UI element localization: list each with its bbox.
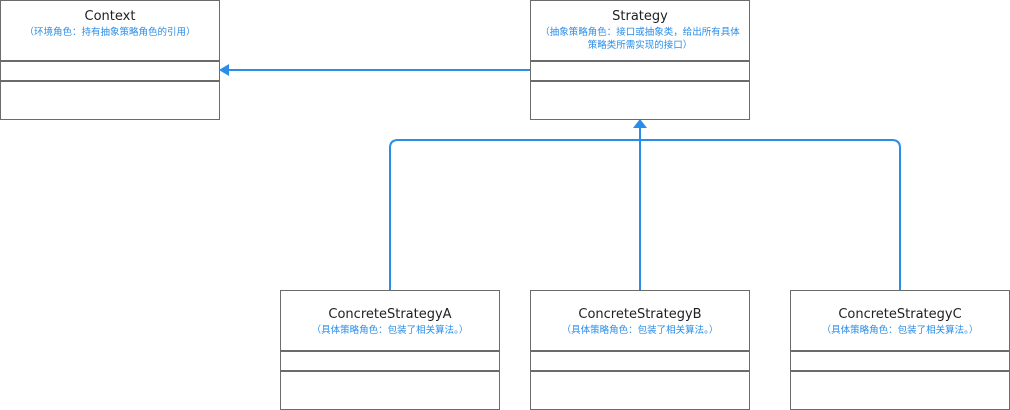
context-class-header: Context （环境角色：持有抽象策略角色的引用）: [1, 1, 219, 39]
strategy-class-box: Strategy （抽象策略角色：接口或抽象类，给出所有具体 策略类所需实现的接…: [530, 0, 750, 120]
concrete-strategy-a-header: ConcreteStrategyA （具体策略角色：包装了相关算法。）: [281, 291, 499, 337]
concrete-strategy-b-attributes-divider: [531, 350, 749, 352]
concrete-strategy-c-description: （具体策略角色：包装了相关算法。）: [821, 325, 979, 336]
inheritance-line-c: [640, 139, 901, 290]
context-attributes-divider: [1, 60, 219, 62]
strategy-methods-divider: [531, 80, 749, 82]
concrete-strategy-b-methods-divider: [531, 370, 749, 372]
concrete-strategy-c-header: ConcreteStrategyC （具体策略角色：包装了相关算法。）: [791, 291, 1009, 337]
strategy-attributes-divider: [531, 60, 749, 62]
inheritance-arrowhead: [633, 119, 647, 128]
concrete-strategy-a-description: （具体策略角色：包装了相关算法。）: [311, 325, 469, 336]
concrete-strategy-b-class-box: ConcreteStrategyB （具体策略角色：包装了相关算法。）: [530, 290, 750, 410]
concrete-strategy-c-name: ConcreteStrategyC: [838, 307, 962, 322]
concrete-strategy-c-attributes-divider: [791, 350, 1009, 352]
strategy-class-description-line1: （抽象策略角色：接口或抽象类，给出所有具体: [540, 27, 740, 38]
concrete-strategy-b-name: ConcreteStrategyB: [578, 307, 702, 322]
concrete-strategy-c-class-box: ConcreteStrategyC （具体策略角色：包装了相关算法。）: [790, 290, 1010, 410]
strategy-class-name: Strategy: [612, 9, 668, 24]
concrete-strategy-a-class-box: ConcreteStrategyA （具体策略角色：包装了相关算法。）: [280, 290, 500, 410]
context-class-box: Context （环境角色：持有抽象策略角色的引用）: [0, 0, 220, 120]
inheritance-line-a: [389, 139, 640, 290]
concrete-strategy-b-description: （具体策略角色：包装了相关算法。）: [561, 325, 719, 336]
strategy-class-header: Strategy （抽象策略角色：接口或抽象类，给出所有具体 策略类所需实现的接…: [531, 1, 749, 52]
association-arrowhead: [219, 64, 229, 76]
concrete-strategy-a-attributes-divider: [281, 350, 499, 352]
context-methods-divider: [1, 80, 219, 82]
concrete-strategy-b-header: ConcreteStrategyB （具体策略角色：包装了相关算法。）: [531, 291, 749, 337]
concrete-strategy-c-methods-divider: [791, 370, 1009, 372]
context-class-description: （环境角色：持有抽象策略角色的引用）: [24, 27, 196, 38]
context-class-name: Context: [84, 9, 136, 24]
concrete-strategy-a-methods-divider: [281, 370, 499, 372]
strategy-class-description-line2: 策略类所需实现的接口）: [587, 40, 693, 51]
concrete-strategy-a-name: ConcreteStrategyA: [328, 307, 452, 322]
